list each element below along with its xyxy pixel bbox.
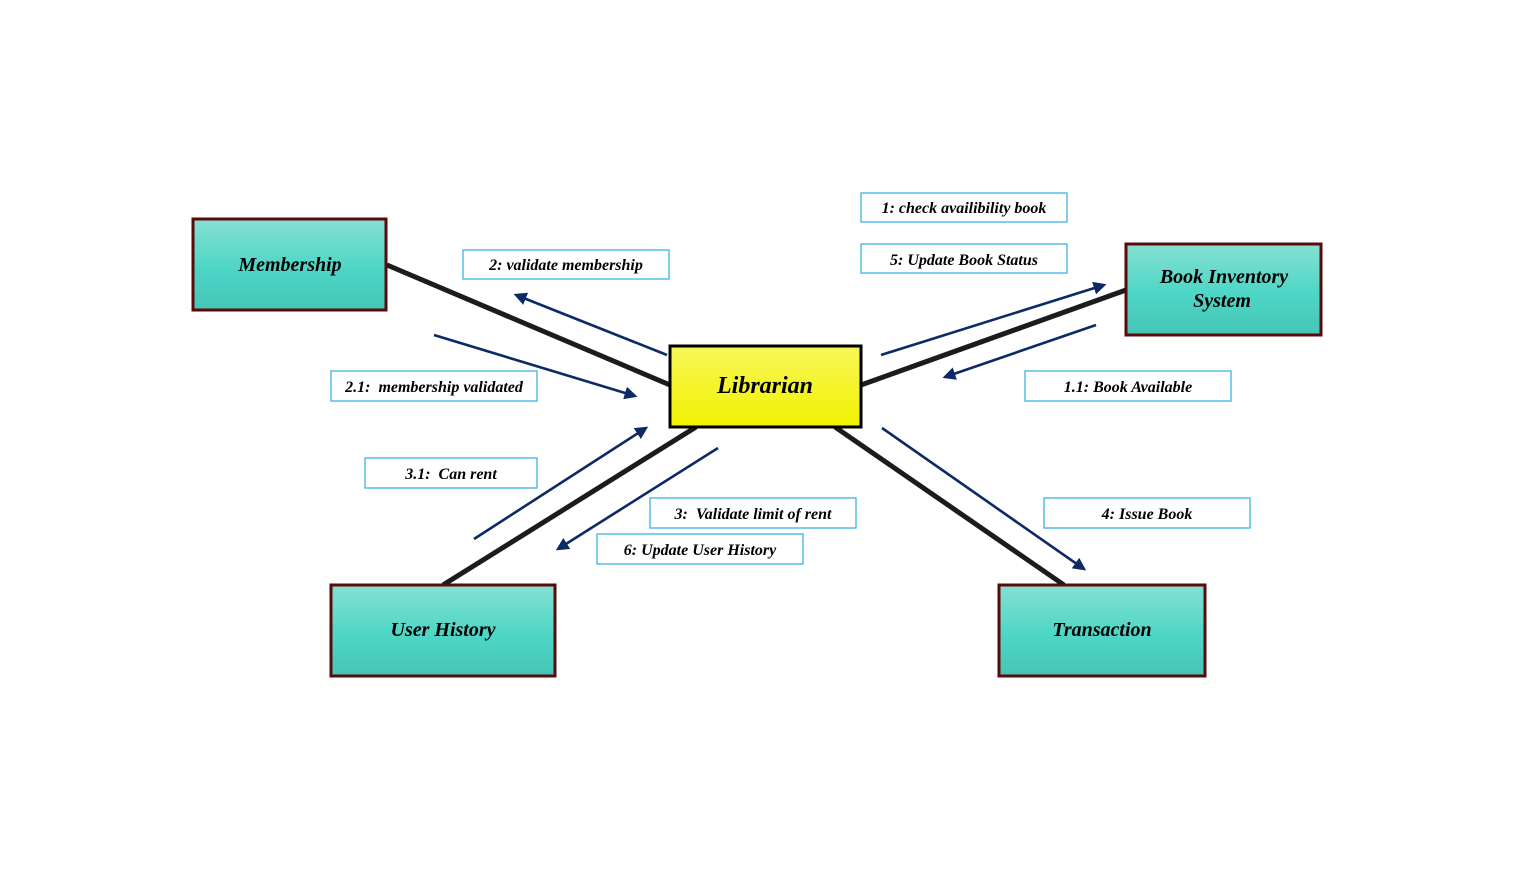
message-m3-label: 3: Validate limit of rent bbox=[674, 506, 832, 523]
object-book-inventory-label-line2: System bbox=[1193, 290, 1251, 312]
message-m1-1-label: 1.1: Book Available bbox=[1064, 379, 1192, 396]
message-m1[interactable]: 1: check availibility book bbox=[860, 192, 1068, 223]
arrow-validate-limit bbox=[555, 446, 719, 551]
arrow-can-rent bbox=[473, 426, 649, 541]
message-m3-1-label: 3.1: Can rent bbox=[404, 466, 497, 483]
object-membership-label: Membership bbox=[237, 254, 341, 276]
message-m2-label: 2: validate membership bbox=[488, 257, 643, 274]
object-librarian-label: Librarian bbox=[716, 373, 813, 399]
message-arrows bbox=[433, 281, 1107, 571]
links bbox=[386, 262, 1127, 588]
message-m4-label: 4: Issue Book bbox=[1101, 506, 1193, 523]
link-librarian-membership bbox=[386, 262, 671, 388]
object-membership[interactable]: Membership bbox=[191, 217, 388, 312]
message-m1-1[interactable]: 1.1: Book Available bbox=[1024, 370, 1232, 402]
arrow-membership-validated bbox=[433, 333, 638, 400]
arrow-issue-book bbox=[881, 426, 1087, 571]
arrow-book-available bbox=[942, 323, 1097, 380]
link-librarian-transaction bbox=[833, 424, 1066, 588]
object-transaction-label: Transaction bbox=[1052, 619, 1151, 641]
arrow-validate-membership bbox=[513, 292, 668, 357]
message-m6-label: 6: Update User History bbox=[624, 542, 777, 559]
object-user-history-label: User History bbox=[391, 619, 496, 641]
object-book-inventory-label-line1: Book Inventory bbox=[1159, 266, 1288, 288]
message-m3[interactable]: 3: Validate limit of rent bbox=[649, 497, 857, 529]
object-book-inventory-system[interactable]: Book Inventory System bbox=[1124, 242, 1323, 337]
message-m3-1[interactable]: 3.1: Can rent bbox=[364, 457, 538, 489]
message-m2-1-label: 2.1: membership validated bbox=[344, 379, 524, 396]
message-m4[interactable]: 4: Issue Book bbox=[1043, 497, 1251, 529]
message-m2-1[interactable]: 2.1: membership validated bbox=[330, 370, 538, 402]
message-m5[interactable]: 5: Update Book Status bbox=[860, 243, 1068, 274]
object-librarian[interactable]: Librarian bbox=[668, 344, 863, 429]
message-m1-label: 1: check availibility book bbox=[882, 200, 1047, 217]
message-m6[interactable]: 6: Update User History bbox=[596, 533, 804, 565]
message-m5-label: 5: Update Book Status bbox=[890, 252, 1038, 269]
message-m2[interactable]: 2: validate membership bbox=[462, 249, 670, 280]
link-librarian-book-inventory bbox=[860, 287, 1127, 388]
link-librarian-user-history bbox=[441, 424, 698, 588]
object-user-history[interactable]: User History bbox=[329, 583, 557, 678]
arrow-check-availability bbox=[880, 281, 1107, 357]
object-transaction[interactable]: Transaction bbox=[997, 583, 1207, 678]
